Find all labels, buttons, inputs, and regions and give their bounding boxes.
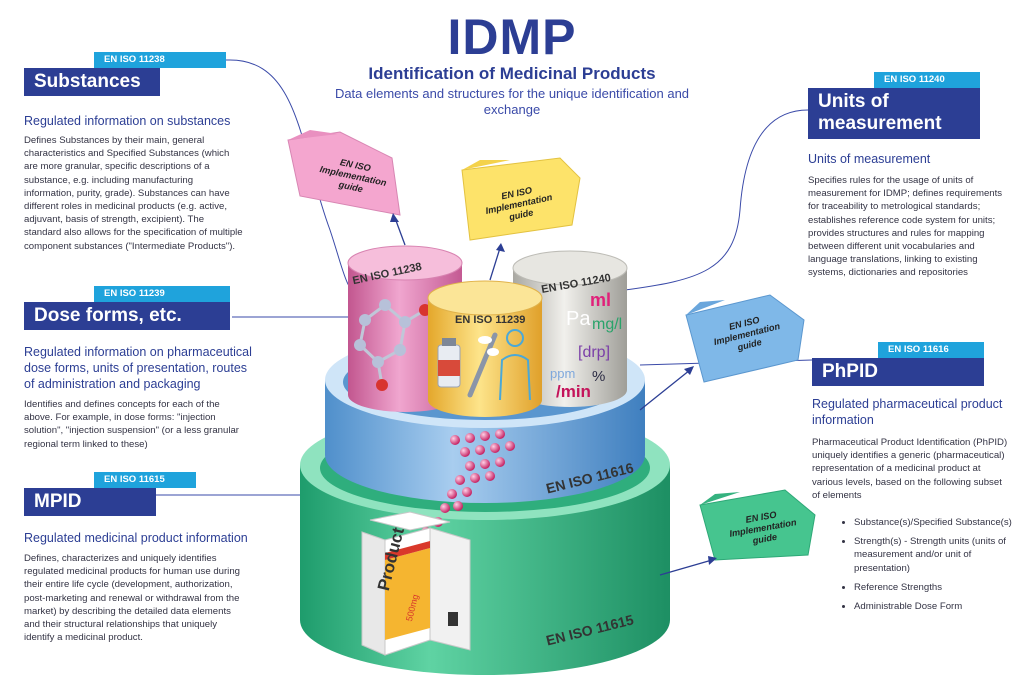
guide-folder-blue (685, 294, 805, 383)
pill-icons (478, 336, 499, 356)
panel-title: MPID (24, 488, 156, 516)
list-item: Substance(s)/Specified Substance(s) (854, 516, 1012, 529)
standard-code: EN ISO 11615 (94, 472, 196, 488)
list-item: Administrable Dose Form (854, 600, 1012, 613)
arrow-to-yellow-guide (489, 247, 501, 281)
guide-folder-pink (287, 130, 401, 216)
standard-code: EN ISO 11238 (94, 52, 226, 68)
list-item: Reference Strengths (854, 581, 1012, 594)
panel-title: Units of measurement (808, 88, 980, 139)
arrow-to-pink-guide (394, 217, 406, 246)
panel-phpid-body: Pharmaceutical Product Identification (P… (812, 437, 1008, 501)
panel-subhead: Regulated medicinal product information (24, 531, 248, 545)
panel-body: Identifies and defines concepts for each… (24, 399, 239, 450)
panel-subhead: Regulated information on substances (24, 114, 231, 128)
standard-code: EN ISO 11239 (94, 286, 230, 302)
unit-symbol: ml (590, 290, 612, 310)
panel-subhead: Units of measurement (808, 152, 931, 166)
unit-symbol: % (592, 368, 606, 385)
panel-body: Specifies rules for the usage of units o… (808, 175, 1003, 279)
vial-icon (437, 338, 461, 388)
arrows (394, 217, 713, 576)
unit-symbol: mg/l (592, 316, 623, 333)
arrow-to-green-guide (659, 559, 713, 576)
page-tagline: Data elements and structures for the uni… (334, 86, 690, 117)
unit-symbol: Pa (566, 308, 591, 330)
unit-symbol: /min (556, 382, 591, 401)
standard-code: EN ISO 11616 (878, 342, 984, 358)
unit-symbol: ppm (550, 366, 576, 381)
atom-dots (354, 299, 431, 391)
guide-folder-yellow (461, 157, 581, 241)
panel-phpid: EN ISO 11616 PhPID Regulated pharmaceuti… (812, 342, 1017, 428)
panel-title: PhPID (812, 358, 984, 386)
panel-subhead: Regulated pharmaceutical product informa… (812, 397, 1003, 427)
standard-code: EN ISO 11240 (874, 72, 980, 88)
unit-symbol: [drp] (578, 344, 611, 361)
page-subtitle: Identification of Medicinal Products (368, 64, 656, 83)
phpid-element-list: Substance(s)/Specified Substance(s) Stre… (842, 516, 1012, 619)
panel-substances: EN ISO 11238 Substances Regulated inform… (24, 52, 254, 253)
list-item: Strength(s) - Strength units (units of m… (854, 535, 1012, 575)
guide-folder-green (699, 489, 816, 561)
body-outline-icon (499, 329, 531, 401)
product-box-icon (361, 511, 471, 656)
panel-title: Substances (24, 68, 160, 96)
arrow-to-blue-guide (639, 369, 691, 411)
connector-units (624, 109, 809, 291)
cylinder-11239 (427, 280, 543, 417)
page-title: IDMP (447, 9, 577, 65)
panel-units: EN ISO 11240 Units of measurement Units … (808, 72, 1008, 280)
panel-mpid: EN ISO 11615 MPID Regulated medicinal pr… (24, 472, 254, 644)
panel-dose-forms: EN ISO 11239 Dose forms, etc. Regulated … (24, 286, 259, 451)
panel-body: Defines, characterizes and uniquely iden… (24, 553, 240, 644)
panel-title: Dose forms, etc. (24, 302, 230, 330)
arrowheads (390, 213, 717, 565)
panel-subhead: Regulated information on pharmaceutical … (24, 345, 252, 391)
cylinder-label-11239: EN ISO 11239 (455, 314, 526, 326)
panel-body: Defines Substances by their main, genera… (24, 135, 243, 252)
syringe-icon (467, 332, 498, 398)
